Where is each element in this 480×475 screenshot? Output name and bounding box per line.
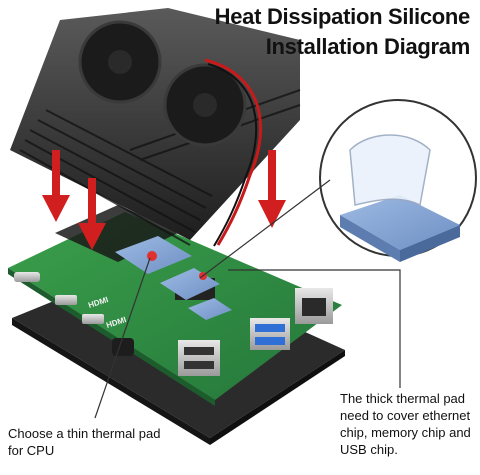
usb-port-2 xyxy=(178,340,220,376)
installation-arrows xyxy=(42,150,286,250)
usb-port-blue-1 xyxy=(250,318,290,350)
leader-lines xyxy=(94,179,401,419)
title-line-1: Heat Dissipation Silicone xyxy=(214,4,471,29)
diagram-title: Heat Dissipation Silicone Installation D… xyxy=(214,2,471,62)
hdmi-port-1 xyxy=(55,295,77,305)
case-bottom-edge xyxy=(12,318,210,445)
raspberry-pi-board xyxy=(8,205,342,406)
fan-cable xyxy=(204,58,262,246)
title-line-2: Installation Diagram xyxy=(265,34,471,59)
heatsink-case xyxy=(10,8,301,246)
note-thick-pad: The thick thermal pad need to cover ethe… xyxy=(340,391,471,457)
note-thin-pad-cpu: Choose a thin thermal pad for CPU xyxy=(8,426,161,458)
audio-jack xyxy=(112,338,134,356)
hdmi-port-2 xyxy=(82,314,104,324)
pad-marker-cpu xyxy=(147,251,157,261)
usb-c-port xyxy=(14,272,40,282)
thermal-pad-usb xyxy=(188,298,232,320)
thermal-pad-closeup xyxy=(319,99,477,262)
